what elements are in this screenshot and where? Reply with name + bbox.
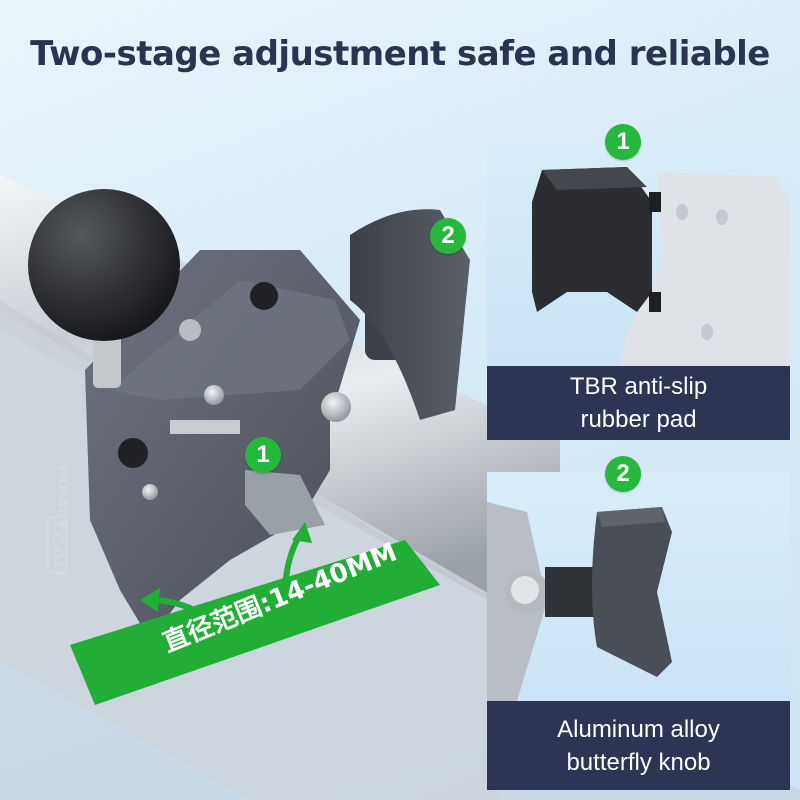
knob-panel-badge: 2 xyxy=(605,456,641,492)
butterfly-knob-shape xyxy=(350,209,470,420)
knob-caption-line2: butterfly knob xyxy=(566,748,711,776)
rubber-pad-panel: TBR anti-slip rubber pad xyxy=(487,142,790,440)
rubber-pad-image xyxy=(532,167,790,382)
rubber-pad-caption-line1: TBR anti-slip xyxy=(569,373,708,400)
model-marking: CC-04 xyxy=(47,515,68,575)
knob-caption-line1: Aluminum alloy xyxy=(557,715,720,743)
rubber-pad-caption-line2: rubber pad xyxy=(580,406,697,433)
rubber-pad-badge: 1 xyxy=(605,124,641,160)
knob-shape xyxy=(592,507,672,677)
ball-head-shape xyxy=(28,189,180,388)
knob-image xyxy=(487,502,672,701)
knob-panel: Aluminum alloy butterfly knob xyxy=(487,472,790,790)
clamp-body-shape xyxy=(85,250,360,640)
range-banner xyxy=(70,540,440,705)
headline: Two-stage adjustment safe and reliable xyxy=(30,34,770,74)
knob-caption: Aluminum alloy butterfly knob xyxy=(487,701,790,790)
knob-badge: 2 xyxy=(430,218,466,254)
pad-badge: 1 xyxy=(245,437,281,473)
rubber-pad-caption: TBR anti-slip rubber pad xyxy=(487,366,790,440)
rubber-pad-shape xyxy=(532,167,652,312)
range-arrow-left xyxy=(149,597,253,653)
